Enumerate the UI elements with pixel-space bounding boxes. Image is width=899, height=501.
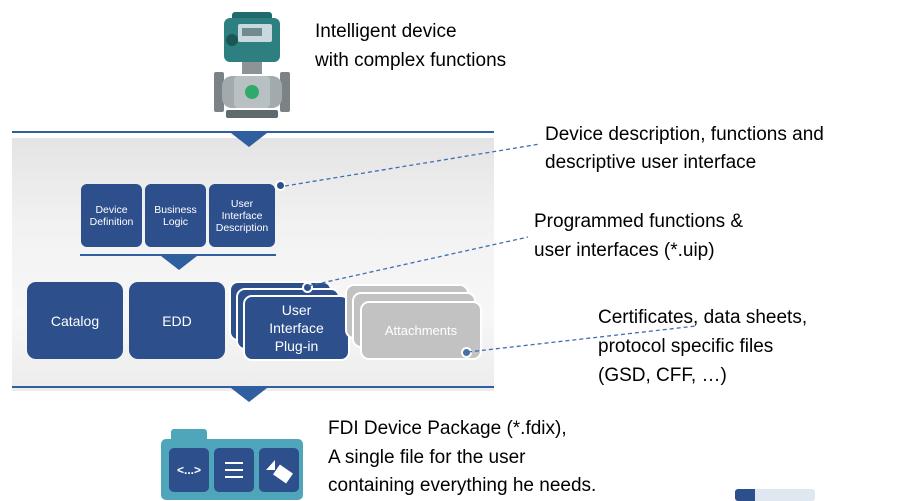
device-definition-label-2: Definition xyxy=(89,215,134,228)
certificates-callout-line1: Certificates, data sheets, xyxy=(598,307,808,328)
attachments-callout-dot xyxy=(461,347,472,358)
ui-description-label-2: Interface xyxy=(221,209,263,222)
certificates-callout-line2: protocol specific files xyxy=(598,336,774,357)
corner-logo-fragment xyxy=(735,489,815,501)
code-icon-glyph: <...> xyxy=(176,463,202,477)
ui-plugin-label-2: Interface xyxy=(269,320,324,336)
package-caption-line2: A single file for the user xyxy=(328,447,526,468)
catalog-box: Catalog xyxy=(27,282,123,359)
device-description-callout-line xyxy=(284,143,541,187)
programmed-functions-callout-line xyxy=(307,236,529,287)
down-arrow-icon xyxy=(161,256,197,270)
top-divider-line xyxy=(12,131,494,133)
edd-label: EDD xyxy=(162,312,192,329)
certificates-callout-line xyxy=(467,325,697,353)
fdi-package-icon: <...> xyxy=(158,422,308,500)
edd-box: EDD xyxy=(129,282,225,359)
down-arrow-icon xyxy=(231,388,267,402)
middle-divider-line xyxy=(80,254,276,256)
list-icon xyxy=(214,448,254,492)
device-description-callout-line2: descriptive user interface xyxy=(545,152,757,173)
device-description-callout-line1: Device description, functions and xyxy=(545,124,824,145)
device-definition-label-1: Device xyxy=(95,203,128,216)
catalog-label: Catalog xyxy=(50,312,100,329)
programmed-functions-callout-line1: Programmed functions & xyxy=(534,211,744,232)
bottom-divider-line xyxy=(12,386,494,388)
business-logic-label-2: Logic xyxy=(162,215,189,228)
package-caption-line1: FDI Device Package (*.fdix), xyxy=(328,418,567,439)
ui-plugin-callout-dot xyxy=(302,282,313,293)
code-icon: <...> xyxy=(169,448,209,492)
attachments-label: Attachments xyxy=(384,323,458,338)
certificates-callout-line3: (GSD, CFF, …) xyxy=(598,365,727,386)
programmed-functions-callout-line2: user interfaces (*.uip) xyxy=(534,240,715,261)
down-arrow-icon xyxy=(231,133,267,147)
ui-description-label-3: Description xyxy=(215,221,269,234)
package-caption-line3: containing everything he needs. xyxy=(328,475,597,496)
shapes-icon xyxy=(259,448,299,492)
ui-plugin-label-1: User xyxy=(281,302,312,318)
business-logic-label-1: Business xyxy=(154,203,197,216)
device-caption-line2: with complex functions xyxy=(315,50,507,71)
device-caption-line1: Intelligent device xyxy=(315,21,457,42)
ui-description-label-1: User xyxy=(230,197,254,210)
ui-plugin-label-3: Plug-in xyxy=(274,338,319,354)
flowmeter-device-image xyxy=(214,12,290,118)
